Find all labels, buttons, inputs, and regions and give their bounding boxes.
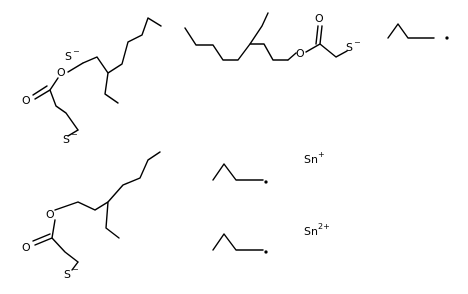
butyl-chain: [212, 233, 264, 251]
thiolate-label: S: [63, 133, 70, 146]
carbonyl-double-2: [32, 85, 48, 96]
tin-cation-2: Sn 2+: [304, 222, 330, 238]
thiolate-label: S: [65, 50, 72, 63]
oxygen-label: O: [57, 66, 66, 79]
bond-o-c: [305, 43, 321, 53]
tin-label: Sn: [304, 153, 318, 166]
fragment-top-right: O O S −: [184, 12, 361, 61]
hexyl-chain: [54, 151, 161, 211]
oxygen-label: O: [22, 94, 31, 107]
carbonyl-double-1: [319, 25, 323, 45]
radical-dot: [264, 180, 268, 184]
hexyl-chain: [82, 17, 162, 74]
radical-dot: [445, 36, 449, 40]
oxygen-label: O: [315, 12, 324, 25]
butyl-radical-bottom: [212, 233, 268, 254]
bond-o-c: [49, 77, 59, 91]
thiolate-label: S: [64, 268, 71, 281]
butyl-radical-middle: [212, 163, 268, 184]
oxygen-label: O: [296, 47, 305, 60]
radical-dot: [264, 250, 268, 254]
tin-cation-1: Sn +: [304, 150, 325, 166]
thiolate-label: S: [346, 41, 353, 54]
bond-ch2-o: [67, 62, 84, 73]
bond-o-c: [51, 219, 56, 239]
butyl-chain: [387, 23, 435, 39]
tin-charge: 2+: [318, 222, 330, 231]
ch2-s-chain: [319, 43, 348, 58]
butyl-radical-top-right: [387, 23, 449, 40]
carbonyl-double-1: [34, 89, 51, 100]
ethyl-branch: [105, 201, 120, 239]
carbonyl-ch2-chain: [49, 89, 79, 131]
carbonyl-double-2: [32, 233, 51, 242]
hexyl-chain: [184, 27, 289, 61]
oxygen-label: O: [46, 208, 55, 221]
fragment-bottom-left: O O S −: [22, 151, 161, 281]
thiolate-charge: −: [71, 130, 78, 139]
bond-ch2-o: [287, 52, 297, 61]
tin-charge: +: [318, 150, 325, 159]
carbonyl-double-1: [34, 237, 53, 246]
butyl-chain: [212, 163, 264, 181]
fragment-top-left: O O S − S −: [22, 17, 162, 146]
thiolate-charge: −: [72, 265, 79, 274]
bond-ch2-s: [71, 261, 79, 271]
ethyl-branch: [249, 12, 269, 45]
carbonyl-ch2-chain: [51, 237, 79, 263]
thiolate-charge: −: [354, 38, 361, 47]
tin-label: Sn: [304, 225, 318, 238]
carbonyl-double-2: [315, 25, 319, 45]
thiolate-charge: −: [73, 47, 80, 56]
oxygen-label: O: [22, 241, 31, 254]
ethyl-branch: [104, 72, 119, 104]
bond-ch2-s: [67, 129, 79, 137]
